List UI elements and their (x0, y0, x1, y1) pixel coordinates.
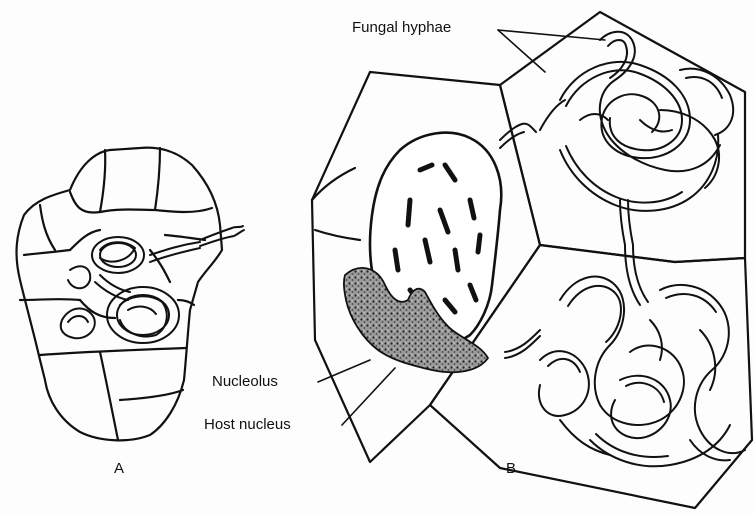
panel-b-cortical-cells (312, 12, 752, 508)
panel-a-letter: A (114, 461, 124, 476)
label-nucleolus: Nucleolus (212, 374, 278, 389)
label-host-nucleus: Host nucleus (204, 417, 291, 432)
panel-a-root-section (17, 148, 244, 441)
hyphae-coil-lower (505, 245, 745, 466)
label-fungal-hyphae: Fungal hyphae (352, 20, 451, 35)
hyphae-coil-upper (540, 32, 733, 245)
panel-b-letter: B (506, 461, 516, 476)
